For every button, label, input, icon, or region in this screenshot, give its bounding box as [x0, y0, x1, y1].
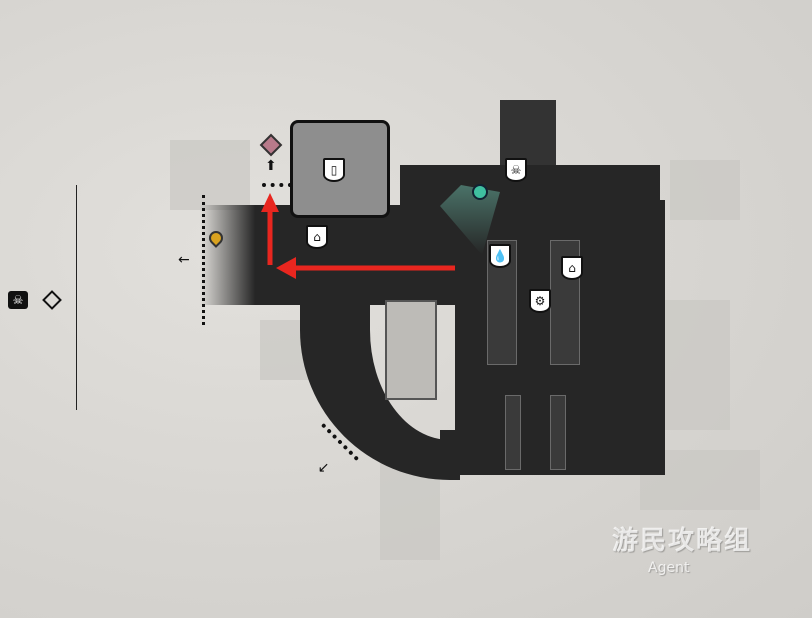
shop-icon[interactable]: ⌂	[306, 225, 328, 249]
exit-arrow-icon: ⬆	[265, 158, 277, 174]
skull-icon[interactable]: ☠	[505, 158, 527, 182]
watermark-title: 游民攻略组	[612, 526, 753, 556]
shop-icon[interactable]: ⌂	[561, 256, 583, 280]
route-arrowhead-up	[261, 193, 279, 212]
route-arrowhead-left	[276, 257, 296, 279]
door-icon[interactable]: ▯	[323, 158, 345, 182]
exit-arrow-icon: ←	[178, 252, 190, 268]
gear-icon[interactable]: ⚙	[529, 289, 551, 313]
agent-position-icon[interactable]	[472, 184, 488, 200]
watermark-sub: Agent	[648, 560, 690, 576]
building	[290, 120, 390, 218]
water-drop-icon[interactable]: 💧	[489, 244, 511, 268]
skull-icon[interactable]: ☠	[8, 291, 28, 309]
road-lower	[440, 430, 620, 475]
